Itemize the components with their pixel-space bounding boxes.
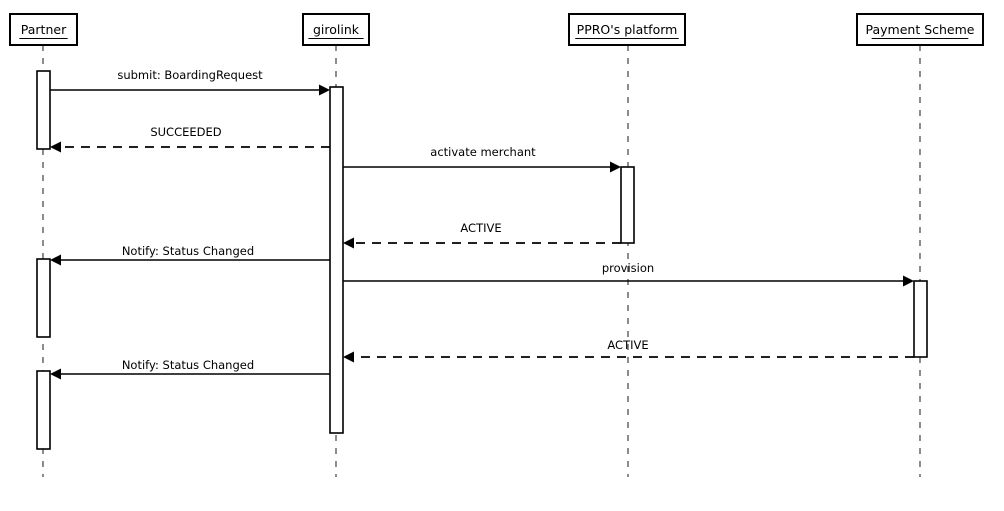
message-label-0: submit: BoardingRequest <box>117 68 263 82</box>
activation-bar-ppro-2 <box>620 166 635 244</box>
participant-box-girolink[interactable] <box>302 13 370 46</box>
participant-label-girolink: girolink <box>313 22 360 37</box>
participant-box-partner[interactable] <box>9 13 78 46</box>
participant-label-ppro: PPRO's platform <box>577 22 678 37</box>
participant-partner[interactable]: Partner <box>9 13 78 46</box>
participant-box-ppro[interactable] <box>568 13 686 46</box>
message-arrowhead-1 <box>50 141 61 153</box>
message-6 <box>343 351 914 363</box>
participant-payment_scheme[interactable]: Payment Scheme <box>856 13 984 46</box>
message-arrowhead-2 <box>610 161 621 173</box>
message-arrowhead-6 <box>343 351 354 363</box>
message-label-2: activate merchant <box>430 145 536 159</box>
participant-girolink[interactable]: girolink <box>302 13 370 46</box>
messages-layer <box>50 84 914 380</box>
message-1 <box>50 141 330 153</box>
message-4 <box>50 254 330 266</box>
message-5 <box>343 275 914 287</box>
message-2 <box>343 161 621 173</box>
message-label-7: Notify: Status Changed <box>122 358 254 372</box>
message-label-5: provision <box>602 261 654 275</box>
message-arrowhead-0 <box>319 84 330 96</box>
participant-box-payment_scheme[interactable] <box>856 13 984 46</box>
message-arrowhead-7 <box>50 368 61 380</box>
message-label-4: Notify: Status Changed <box>122 244 254 258</box>
message-3 <box>343 237 621 249</box>
participants-layer: Partner girolink PPRO's platform Payment Sc… <box>9 13 984 46</box>
message-arrowhead-3 <box>343 237 354 249</box>
participant-ppro[interactable]: PPRO's platform <box>568 13 686 46</box>
message-7 <box>50 368 330 380</box>
activation-bar-partner-3 <box>36 258 51 338</box>
activation-bar-payment_scheme-4 <box>913 280 928 358</box>
message-label-1: SUCCEEDED <box>150 125 221 139</box>
message-0 <box>50 84 330 96</box>
activation-bar-girolink-1 <box>329 86 344 434</box>
message-label-3: ACTIVE <box>460 221 501 235</box>
activations-layer <box>36 70 928 450</box>
activation-bar-partner-0 <box>36 70 51 150</box>
message-label-6: ACTIVE <box>607 338 648 352</box>
message-arrowhead-5 <box>903 275 914 287</box>
lifelines-layer <box>42 45 921 477</box>
participant-label-partner: Partner <box>21 22 67 37</box>
message-arrowhead-4 <box>50 254 61 266</box>
activation-bar-partner-5 <box>36 370 51 450</box>
participant-label-payment_scheme: Payment Scheme <box>866 22 975 37</box>
